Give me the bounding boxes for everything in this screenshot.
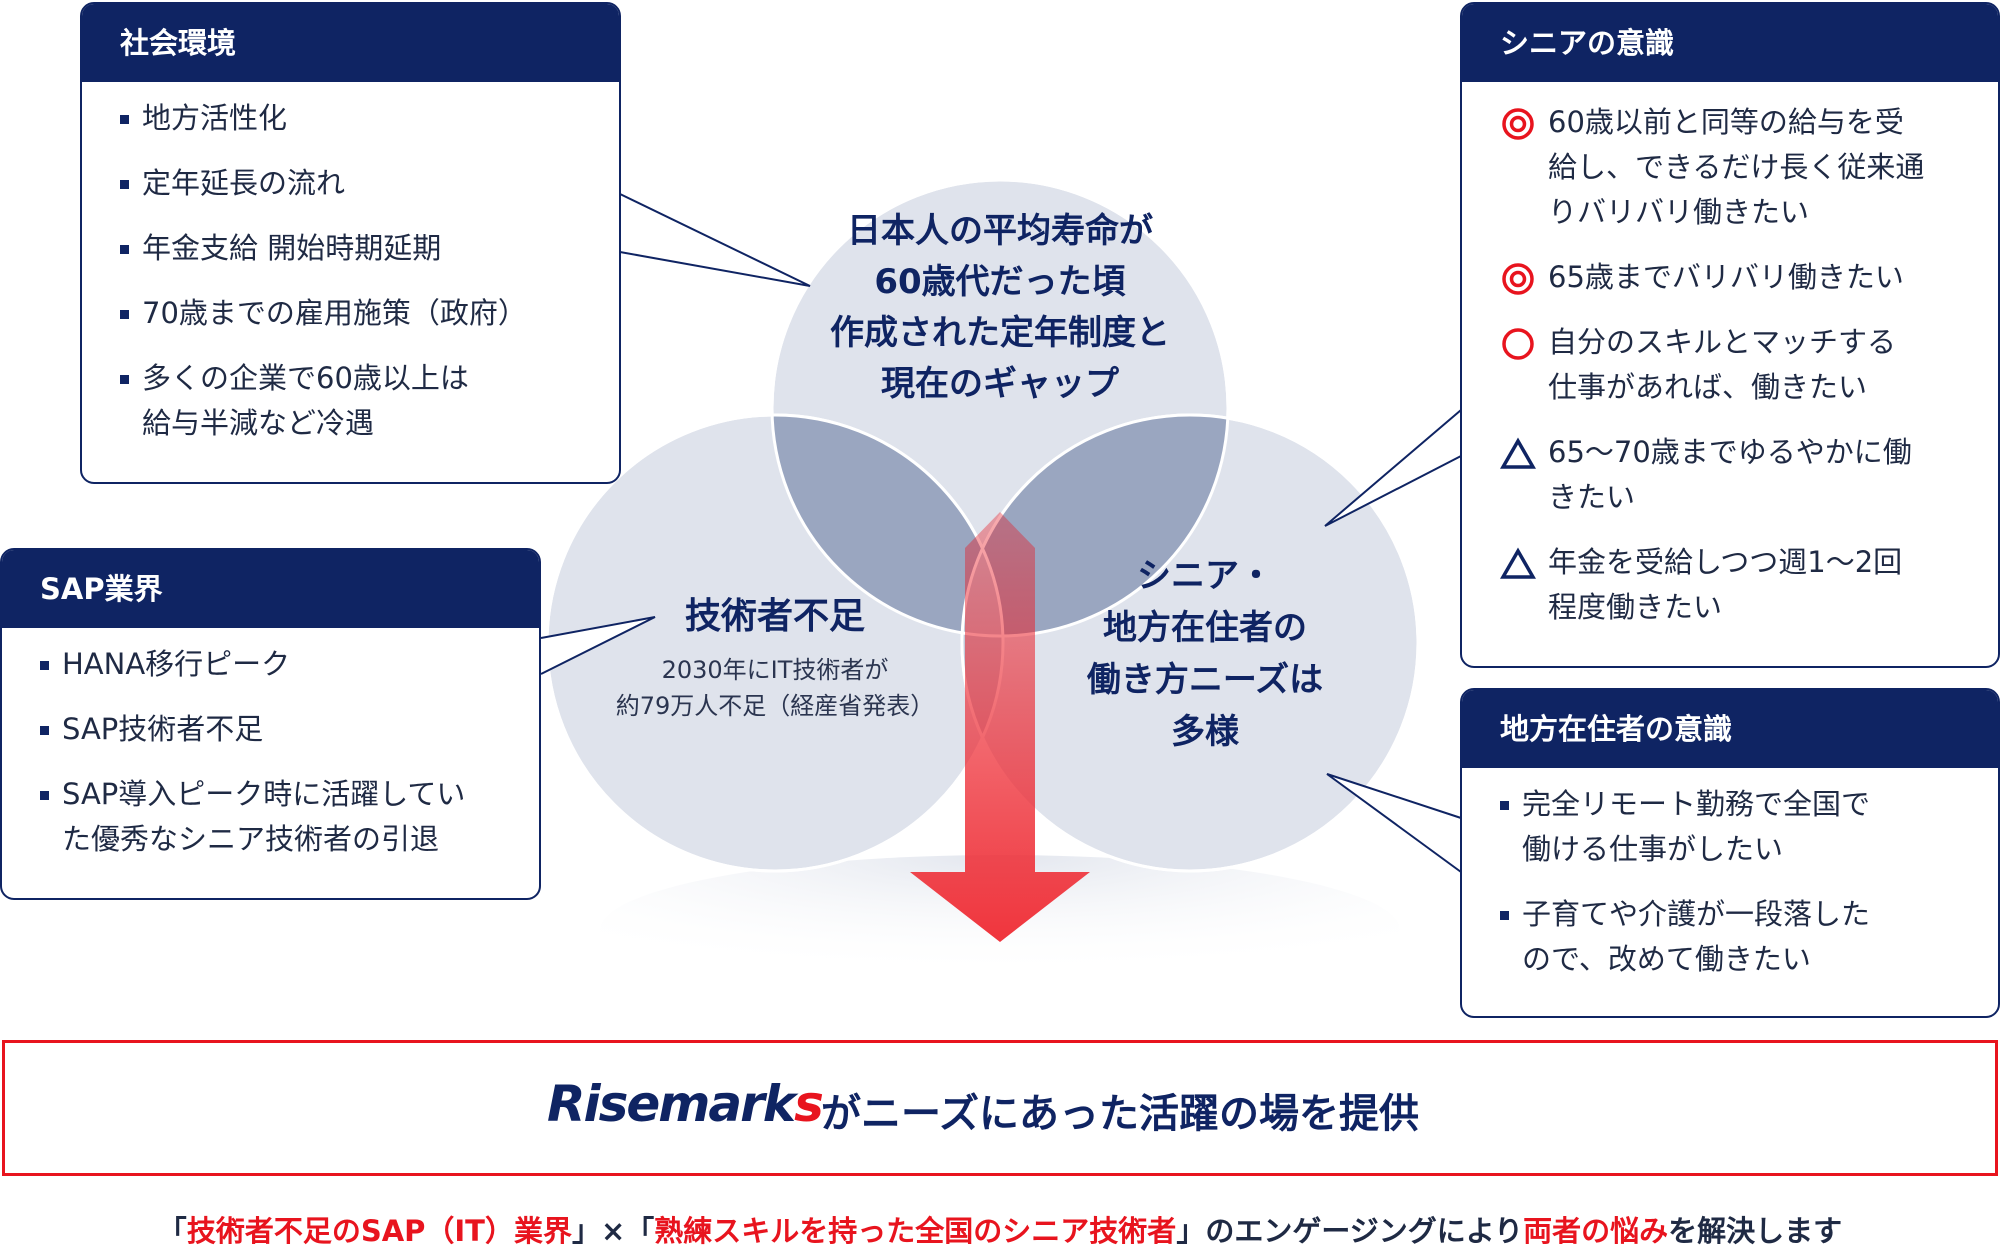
list-item-text: 65歳までバリバリ働きたい: [1548, 260, 1904, 294]
double-circle-icon: [1500, 106, 1536, 142]
footer-statement: 「技術者不足のSAP（IT）業界」×「熟練スキルを持った全国のシニア技術者」のエ…: [0, 1208, 2000, 1250]
list-item-text: 年金を受給しつつ週1〜2回 程度働きたい: [1548, 545, 1903, 624]
circle-top-text: 日本人の平均寿命が 60歳代だった頃 作成された定年制度と 現在のギャップ: [790, 206, 1210, 410]
social-environment-box: 社会環境 地方活性化定年延長の流れ年金支給 開始時期延期 70歳までの雇用施策（政…: [80, 2, 621, 484]
list-item-text: 多くの企業で60歳以上は 給与半減など冷遇: [142, 361, 469, 440]
circle-right-line: 地方在住者の: [1103, 608, 1307, 648]
circle-icon: [1500, 326, 1536, 362]
senior-awareness-box: シニアの意識 60歳以前と同等の給与を受 給し、できるだけ長く従来通 りバリバリ…: [1460, 2, 2000, 668]
regional-pointer: [1326, 773, 1462, 873]
senior-awareness-list: 60歳以前と同等の給与を受 給し、できるだけ長く従来通 りバリバリ働きたい 65歳…: [1462, 82, 1998, 630]
sap-industry-box: SAP業界 HANA移行ピーク SAP技術者不足 SAP導入ピーク時に活躍してい た…: [0, 548, 541, 900]
solution-tagline: がニーズにあった活躍の場を提供: [821, 1091, 1419, 1137]
list-item-text: 60歳以前と同等の給与を受 給し、できるだけ長く従来通 りバリバリ働きたい: [1548, 105, 1925, 229]
list-item: SAP技術者不足: [40, 707, 513, 752]
down-arrow: [910, 512, 1090, 942]
sap-pointer: [540, 616, 656, 675]
list-item-text: 70歳までの雇用施策（政府）: [142, 296, 527, 330]
regional-awareness-title: 地方在住者の意識: [1462, 690, 1998, 768]
square-bullet-icon: [120, 375, 129, 384]
footer-part: 「: [157, 1214, 187, 1248]
footer-part: 」×「: [571, 1214, 655, 1248]
social-pointer: [619, 193, 811, 287]
list-item-text: 完全リモート勤務で全国で 働ける仕事がしたい: [1522, 787, 1871, 866]
regional-awareness-box: 地方在住者の意識 完全リモート勤務で全国で 働ける仕事がしたい子育てや介護が一段…: [1460, 688, 2000, 1018]
logo-main: Risemark: [547, 1075, 796, 1133]
footer-part: 」のエンゲージングにより: [1176, 1214, 1524, 1248]
circle-left-sub: 約79万人不足（経産省発表）: [615, 692, 935, 720]
overlap-top-right: [962, 415, 1228, 636]
square-bullet-icon: [120, 310, 129, 319]
logo-tail: s: [794, 1075, 824, 1133]
list-item-text: 年金支給 開始時期延期: [142, 231, 442, 265]
circle-top-line: 作成された定年制度と: [830, 313, 1170, 353]
list-item: 子育てや介護が一段落した ので、改めて働きたい: [1500, 892, 1972, 982]
square-bullet-icon: [120, 180, 129, 189]
double-circle-icon: [1500, 261, 1536, 297]
square-bullet-icon: [120, 115, 129, 124]
list-item-text: 地方活性化: [142, 101, 288, 135]
circle-left-title: 技術者不足: [684, 596, 865, 637]
list-item-text: 定年延長の流れ: [142, 166, 346, 200]
circle-right-line: シニア・: [1137, 556, 1273, 596]
senior-awareness-title: シニアの意識: [1462, 4, 1998, 82]
list-item: 65〜70歳までゆるやかに働 きたい: [1499, 430, 1972, 520]
overlap-top-left: [772, 415, 1003, 636]
list-item: 多くの企業で60歳以上は 給与半減など冷遇: [120, 356, 593, 446]
social-environment-title: 社会環境: [82, 4, 619, 82]
circle-right-line: 働き方ニーズは: [1086, 660, 1324, 700]
list-item: 完全リモート勤務で全国で 働ける仕事がしたい: [1500, 782, 1972, 872]
circle-left-text: 技術者不足 2030年にIT技術者が 約79万人不足（経産省発表）: [590, 592, 960, 724]
circle-top-line: 現在のギャップ: [881, 364, 1119, 404]
circle-right-text: シニア・ 地方在住者の 働き方ニーズは 多様: [1035, 550, 1375, 758]
venn-diagram: [540, 178, 1462, 1005]
list-item: 60歳以前と同等の給与を受 給し、できるだけ長く従来通 りバリバリ働きたい: [1500, 100, 1972, 235]
square-bullet-icon: [120, 245, 129, 254]
circle-right-line: 多様: [1171, 712, 1239, 752]
square-bullet-icon: [1500, 911, 1509, 920]
senior-pointer: [1324, 409, 1462, 527]
footer-part: を解決します: [1668, 1214, 1843, 1248]
footer-highlight-it-industry: 技術者不足のSAP（IT）業界: [186, 1214, 572, 1248]
list-item-text: 子育てや介護が一段落した ので、改めて働きたい: [1522, 897, 1871, 976]
list-item: 年金を受給しつつ週1〜2回 程度働きたい: [1499, 540, 1972, 630]
sap-industry-list: HANA移行ピーク SAP技術者不足 SAP導入ピーク時に活躍してい た優秀なシニア…: [2, 628, 539, 862]
square-bullet-icon: [1500, 801, 1509, 810]
list-item: 定年延長の流れ: [120, 161, 593, 206]
list-item-text: SAP技術者不足: [62, 712, 264, 746]
square-bullet-icon: [40, 726, 49, 735]
square-bullet-icon: [40, 791, 49, 800]
list-item: 65歳までバリバリ働きたい: [1500, 255, 1972, 300]
list-item-text: SAP導入ピーク時に活躍してい た優秀なシニア技術者の引退: [62, 777, 466, 856]
triangle-icon: [1499, 546, 1537, 582]
list-item: 年金支給 開始時期延期: [120, 226, 593, 271]
footer-highlight-senior-engineers: 熟練スキルを持った全国のシニア技術者: [654, 1214, 1177, 1248]
sap-industry-title: SAP業界: [2, 550, 539, 628]
risemarks-logo: Risemarks: [547, 1075, 824, 1133]
circle-top-line: 日本人の平均寿命が: [847, 211, 1153, 251]
list-item: HANA移行ピーク: [40, 642, 513, 687]
circle-top-line: 60歳代だった頃: [874, 262, 1126, 302]
list-item-text: 65〜70歳までゆるやかに働 きたい: [1548, 435, 1912, 514]
regional-awareness-list: 完全リモート勤務で全国で 働ける仕事がしたい子育てや介護が一段落した ので、改め…: [1462, 768, 1998, 982]
list-item: SAP導入ピーク時に活躍してい た優秀なシニア技術者の引退: [40, 772, 513, 862]
solution-banner: Risemarks がニーズにあった活躍の場を提供: [2, 1040, 1998, 1176]
list-item-text: 自分のスキルとマッチする 仕事があれば、働きたい: [1548, 325, 1897, 404]
list-item: 70歳までの雇用施策（政府）: [120, 291, 593, 336]
list-item-text: HANA移行ピーク: [62, 647, 291, 681]
square-bullet-icon: [40, 661, 49, 670]
footer-highlight-problems: 両者の悩み: [1523, 1214, 1669, 1248]
list-item: 自分のスキルとマッチする 仕事があれば、働きたい: [1500, 320, 1972, 410]
triangle-icon: [1499, 436, 1537, 472]
list-item: 地方活性化: [120, 96, 593, 141]
social-environment-list: 地方活性化定年延長の流れ年金支給 開始時期延期 70歳までの雇用施策（政府） 多くの…: [82, 82, 619, 446]
circle-left-sub: 2030年にIT技術者が: [661, 656, 889, 684]
